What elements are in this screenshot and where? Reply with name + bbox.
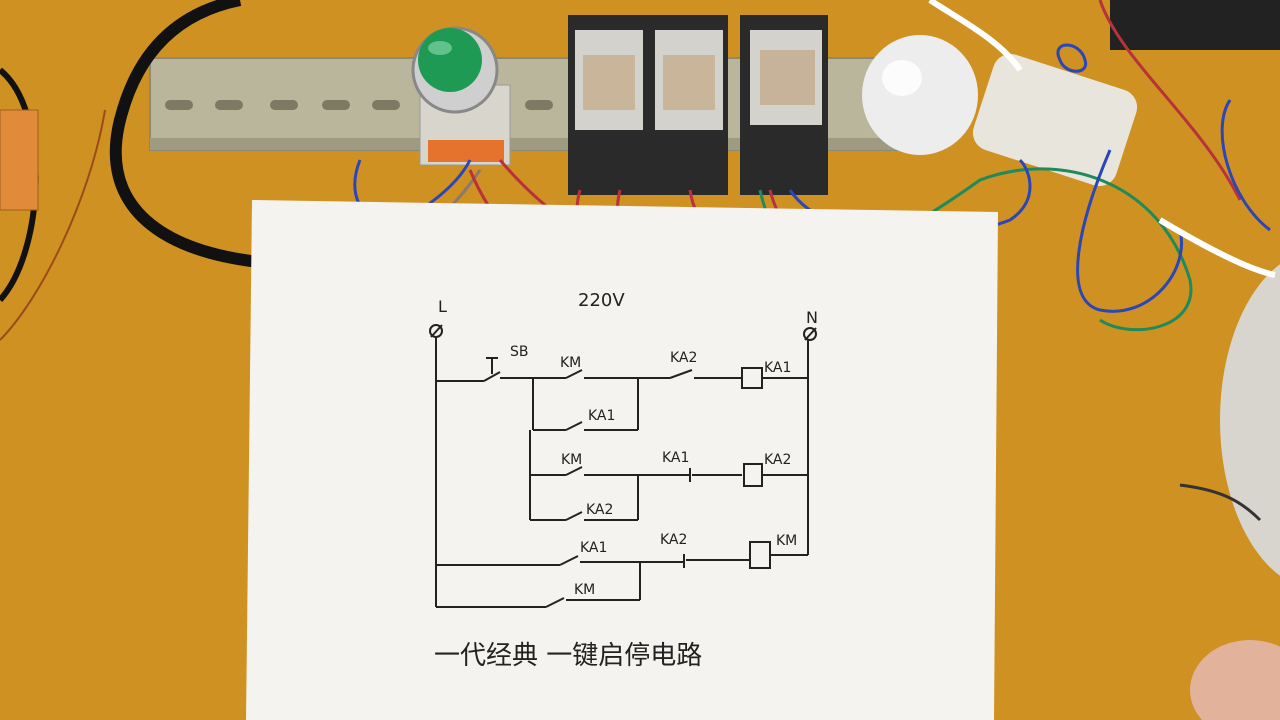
rung3-hold-label: KM: [574, 582, 595, 598]
schematic-lines: [429, 324, 817, 608]
rung1-ka2-label: KA2: [670, 350, 697, 366]
rung2-coil-label: KA2: [764, 452, 791, 468]
terminal-l-label: L: [438, 297, 447, 316]
green-push-button: [411, 26, 511, 166]
relay-1: [568, 15, 648, 195]
rung1-km-label: KM: [560, 355, 581, 371]
rung3-ka1-label: KA1: [580, 540, 607, 556]
relay-3: [740, 15, 828, 195]
paper-sheet: [246, 200, 998, 720]
terminal-n-label: N: [806, 308, 818, 327]
relay-2: [648, 15, 728, 195]
left-wire-connector: [0, 67, 39, 303]
round-object: [1220, 264, 1280, 576]
rung2-hold-label: KA2: [586, 502, 613, 518]
rung2-ka1-label: KA1: [662, 450, 689, 466]
hand: [1190, 640, 1280, 720]
rung1-hold-label: KA1: [588, 408, 615, 424]
sb-label: SB: [510, 344, 529, 360]
rung1-coil-label: KA1: [764, 360, 791, 376]
black-power-cable: [109, 0, 301, 271]
circuit-caption: 一代经典 一键启停电路: [434, 641, 702, 671]
voltage-label: 220V: [578, 290, 625, 311]
rung2-km-label: KM: [561, 452, 582, 468]
power-supply: [1110, 0, 1280, 50]
led-bulb: [862, 35, 1138, 187]
rung3-ka2-label: KA2: [660, 532, 687, 548]
rung3-coil-label: KM: [776, 533, 797, 549]
